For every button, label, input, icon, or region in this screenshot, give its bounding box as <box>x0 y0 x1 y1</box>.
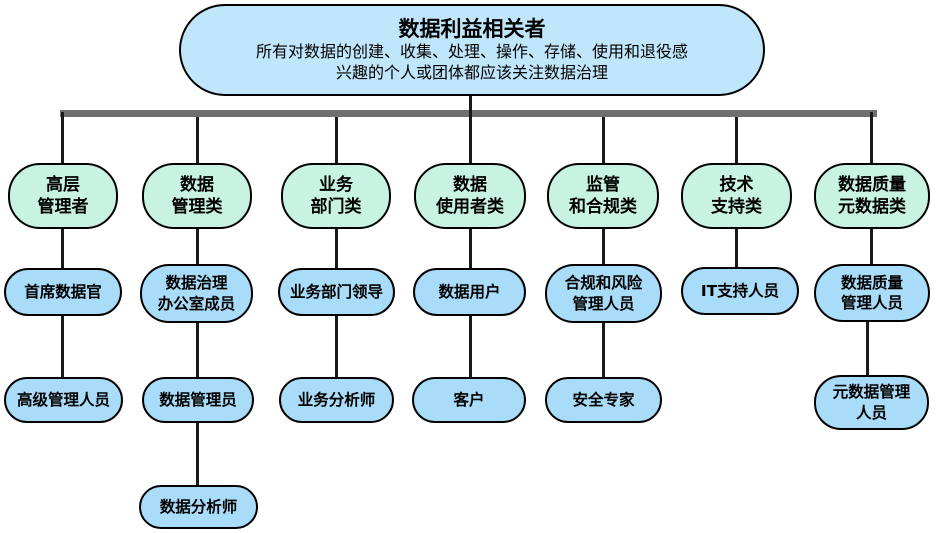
node-business-leaders: 业务部门领导 <box>278 268 395 316</box>
node-data-analyst: 数据分析师 <box>139 485 258 529</box>
connector-line <box>335 117 338 163</box>
node-it-support-staff: IT支持人员 <box>681 267 799 315</box>
node-label: 技术 支持类 <box>711 174 762 217</box>
node-label: 业务分析师 <box>297 390 376 409</box>
connector-line <box>866 321 869 376</box>
node-dq-managers: 数据质量 管理人员 <box>814 264 930 322</box>
node-data-user: 数据用户 <box>413 268 526 316</box>
node-senior-management: 高级管理人员 <box>4 377 123 423</box>
root-title: 数据利益相关者 <box>398 17 546 42</box>
node-label: 业务部门领导 <box>289 282 383 301</box>
connector-line <box>61 315 64 378</box>
root-subtitle: 所有对数据的创建、收集、处理、操作、存储、使用和退役感 兴趣的个人或团体都应该关… <box>255 42 688 83</box>
node-label: 元数据管理 人员 <box>832 383 911 422</box>
node-label: 数据管理员 <box>159 390 237 409</box>
node-label: 数据用户 <box>438 282 501 301</box>
connector-line <box>196 229 199 265</box>
connector-line <box>469 96 472 163</box>
node-label: 数据 管理类 <box>171 174 223 217</box>
node-business-analyst: 业务分析师 <box>279 377 394 423</box>
node-label: 数据治理 办公室成员 <box>157 274 236 313</box>
node-label: 客户 <box>453 390 485 409</box>
connector-line <box>196 322 199 378</box>
node-label: 首席数据官 <box>24 282 102 301</box>
node-category-business-departments: 业务 部门类 <box>281 163 391 229</box>
node-label: IT支持人员 <box>700 281 780 300</box>
node-compliance-risk-managers: 合规和风险 管理人员 <box>545 264 662 323</box>
node-category-executives: 高层 管理者 <box>8 163 118 229</box>
node-customer: 客户 <box>412 377 526 423</box>
node-label: 数据质量 元数据类 <box>838 174 906 217</box>
node-label: 数据质量 管理人员 <box>840 273 903 312</box>
node-label: 高级管理人员 <box>16 390 110 409</box>
node-category-regulatory-compliance: 监管 和合规类 <box>547 163 659 229</box>
connector-line <box>196 422 199 486</box>
connector-line <box>61 229 64 269</box>
connector-line <box>469 229 472 269</box>
connector-line <box>196 117 199 163</box>
connector-line <box>602 229 605 265</box>
node-chief-data-officer: 首席数据官 <box>4 268 122 316</box>
connector-line <box>335 229 338 269</box>
node-category-data-management: 数据 管理类 <box>142 163 252 229</box>
node-data-stakeholders-root: 数据利益相关者 所有对数据的创建、收集、处理、操作、存储、使用和退役感 兴趣的个… <box>179 4 765 96</box>
connector-line <box>735 117 738 163</box>
connector-line <box>735 229 738 268</box>
node-metadata-managers: 元数据管理 人员 <box>814 375 929 430</box>
node-category-dq-metadata: 数据质量 元数据类 <box>814 163 930 229</box>
node-dgo-members: 数据治理 办公室成员 <box>140 264 253 323</box>
node-label: 安全专家 <box>572 390 635 409</box>
node-label: 数据 使用者类 <box>436 174 504 217</box>
node-label: 业务 部门类 <box>310 174 362 217</box>
connector-line <box>602 322 605 378</box>
node-label: 合规和风险 管理人员 <box>564 274 643 313</box>
node-label: 高层 管理者 <box>37 174 89 217</box>
connector-line <box>870 112 873 163</box>
connector-line <box>335 315 338 378</box>
node-category-data-users: 数据 使用者类 <box>414 163 526 229</box>
node-label: 监管 和合规类 <box>569 174 637 217</box>
distribution-bar <box>60 110 877 117</box>
node-label: 数据分析师 <box>159 497 238 516</box>
connector-line <box>61 112 64 163</box>
connector-line <box>602 117 605 163</box>
node-data-steward: 数据管理员 <box>142 377 254 423</box>
connector-line <box>469 315 472 379</box>
node-security-expert: 安全专家 <box>545 377 662 423</box>
node-category-tech-support: 技术 支持类 <box>681 163 792 229</box>
connector-line <box>870 229 873 265</box>
